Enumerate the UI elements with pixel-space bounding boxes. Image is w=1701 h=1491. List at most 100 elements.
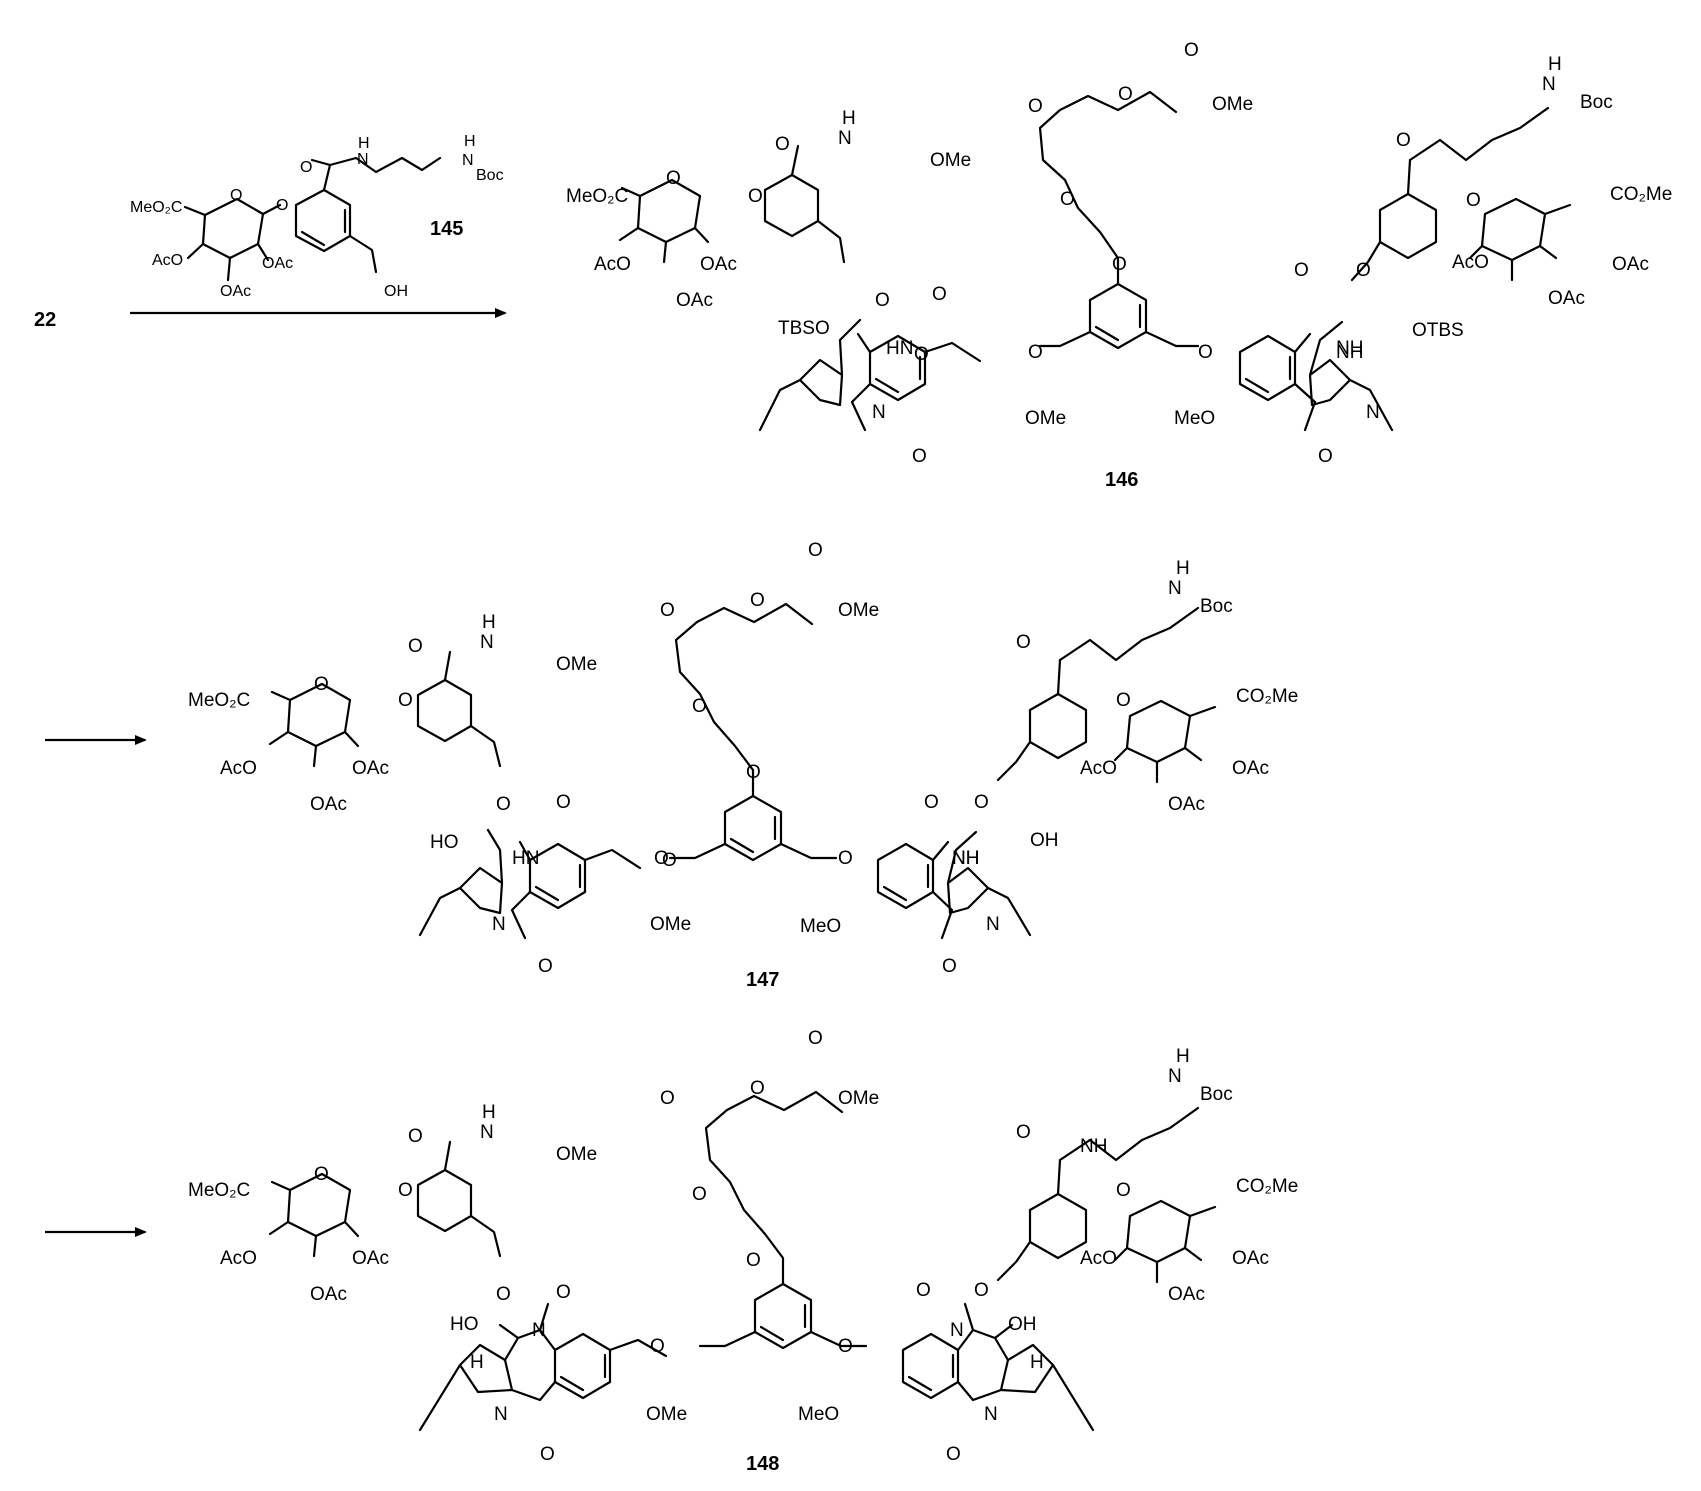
atom-label: O (660, 1088, 675, 1109)
reagent-label: OH (384, 283, 408, 300)
atom-label: OAc (676, 290, 713, 311)
atom-label: O (660, 600, 675, 621)
reagent-label: O (230, 187, 242, 204)
atom-label: OAc (1232, 758, 1269, 779)
atom-label: OAc (310, 794, 347, 815)
atom-label: O (650, 1336, 665, 1357)
compound-146-label: 146 (1105, 469, 1138, 491)
atom-label: OMe (930, 150, 971, 171)
atom-label: O (946, 1444, 961, 1465)
atom-label: N (480, 1122, 494, 1143)
atom-label: N (838, 128, 852, 149)
atom-label: AcO (1080, 1248, 1117, 1269)
reagent-145: MeO₂C O O AcO OAc OAc O N H H N Boc OH 1… (130, 133, 504, 300)
reagent-label: N (357, 151, 369, 168)
atom-label: OMe (1212, 94, 1253, 115)
atom-label: HN (886, 338, 913, 359)
atom-label: O (1116, 690, 1131, 711)
atom-label: O (398, 690, 413, 711)
atom-label: O (408, 636, 423, 657)
compound-145-label: 145 (430, 218, 463, 240)
reagent-label: OAc (262, 255, 293, 272)
atom-label: O (924, 792, 939, 813)
atom-label: N (872, 402, 886, 423)
atom-label: O (746, 762, 761, 783)
atom-label: O (496, 1284, 511, 1305)
atom-label: AcO (220, 1248, 257, 1269)
compound-148-label: 148 (746, 1453, 779, 1475)
atom-label: N (1542, 74, 1556, 95)
atom-label: O (838, 1336, 853, 1357)
atom-label: O (398, 1180, 413, 1201)
atom-label: O (1396, 130, 1411, 151)
atom-label: OAc (310, 1284, 347, 1305)
atom-label: N (984, 1404, 998, 1425)
atom-label: O (1016, 1122, 1031, 1143)
atom-label: AcO (594, 254, 631, 275)
atom-label: N (1168, 578, 1182, 599)
atom-label: O (556, 792, 571, 813)
atom-label: O (538, 956, 553, 977)
atom-label: TBSO (778, 318, 830, 339)
atom-label: H (842, 108, 856, 129)
atom-label: OMe (838, 600, 879, 621)
atom-label: O (314, 674, 329, 695)
atom-label: HN (512, 848, 539, 869)
atom-label: MeO (1174, 408, 1215, 429)
atom-label: N (494, 1404, 508, 1425)
atom-label: NH (1336, 342, 1363, 363)
atom-label: O (1466, 190, 1481, 211)
atom-label: O (1198, 342, 1213, 363)
atom-label: OAc (1168, 794, 1205, 815)
atom-label: N (1366, 402, 1380, 423)
reagent-label: H (358, 135, 370, 152)
atom-label: OMe (556, 654, 597, 675)
atom-label: OMe (1025, 408, 1066, 429)
atom-label: O (775, 134, 790, 155)
atom-label: O (496, 794, 511, 815)
atom-label: MeO (800, 916, 841, 937)
atom-label: H (482, 612, 496, 633)
atom-label: O (1318, 446, 1333, 467)
atom-label: CO₂Me (1236, 686, 1298, 707)
atom-label: O (808, 1028, 823, 1049)
atom-label: O (654, 848, 669, 869)
atom-label: OMe (650, 914, 691, 935)
atom-label: O (408, 1126, 423, 1147)
atom-label: O (914, 344, 929, 365)
atom-label: O (1016, 632, 1031, 653)
atom-label: O (942, 956, 957, 977)
atom-label: O (692, 696, 707, 717)
atom-label: H (1548, 54, 1562, 75)
atom-label: H (1176, 558, 1190, 579)
atom-label: OAc (352, 758, 389, 779)
reagent-label: N (462, 152, 474, 169)
atom-label: O (748, 186, 763, 207)
atom-label: CO₂Me (1610, 184, 1672, 205)
atom-label: OH (1008, 1314, 1037, 1335)
atom-label: O (808, 540, 823, 561)
atom-label: O (1118, 84, 1133, 105)
atom-label: N (950, 1320, 964, 1341)
atom-label: O (1294, 260, 1309, 281)
atom-label: CO₂Me (1236, 1176, 1298, 1197)
atom-label: AcO (220, 758, 257, 779)
compound-148-atom-labels: MeO₂C O O AcO OAc OAc O N H OMe O O HO N… (188, 1028, 1298, 1465)
atom-label: OAc (352, 1248, 389, 1269)
atom-label: MeO (798, 1404, 839, 1425)
reagent-label: MeO₂C (130, 199, 182, 216)
atom-label: O (692, 1184, 707, 1205)
reagent-label: AcO (152, 252, 183, 269)
atom-label: OMe (556, 1144, 597, 1165)
atom-label: O (750, 1078, 765, 1099)
atom-label: H (1176, 1046, 1190, 1067)
atom-label: O (1060, 189, 1075, 210)
compound-22-label: 22 (34, 309, 56, 331)
reagent-label: O (276, 197, 288, 214)
atom-label: O (314, 1164, 329, 1185)
atom-label: OAc (1548, 288, 1585, 309)
atom-label: H (470, 1352, 484, 1373)
compound-147-label: 147 (746, 969, 779, 991)
atom-label: N (492, 914, 506, 935)
